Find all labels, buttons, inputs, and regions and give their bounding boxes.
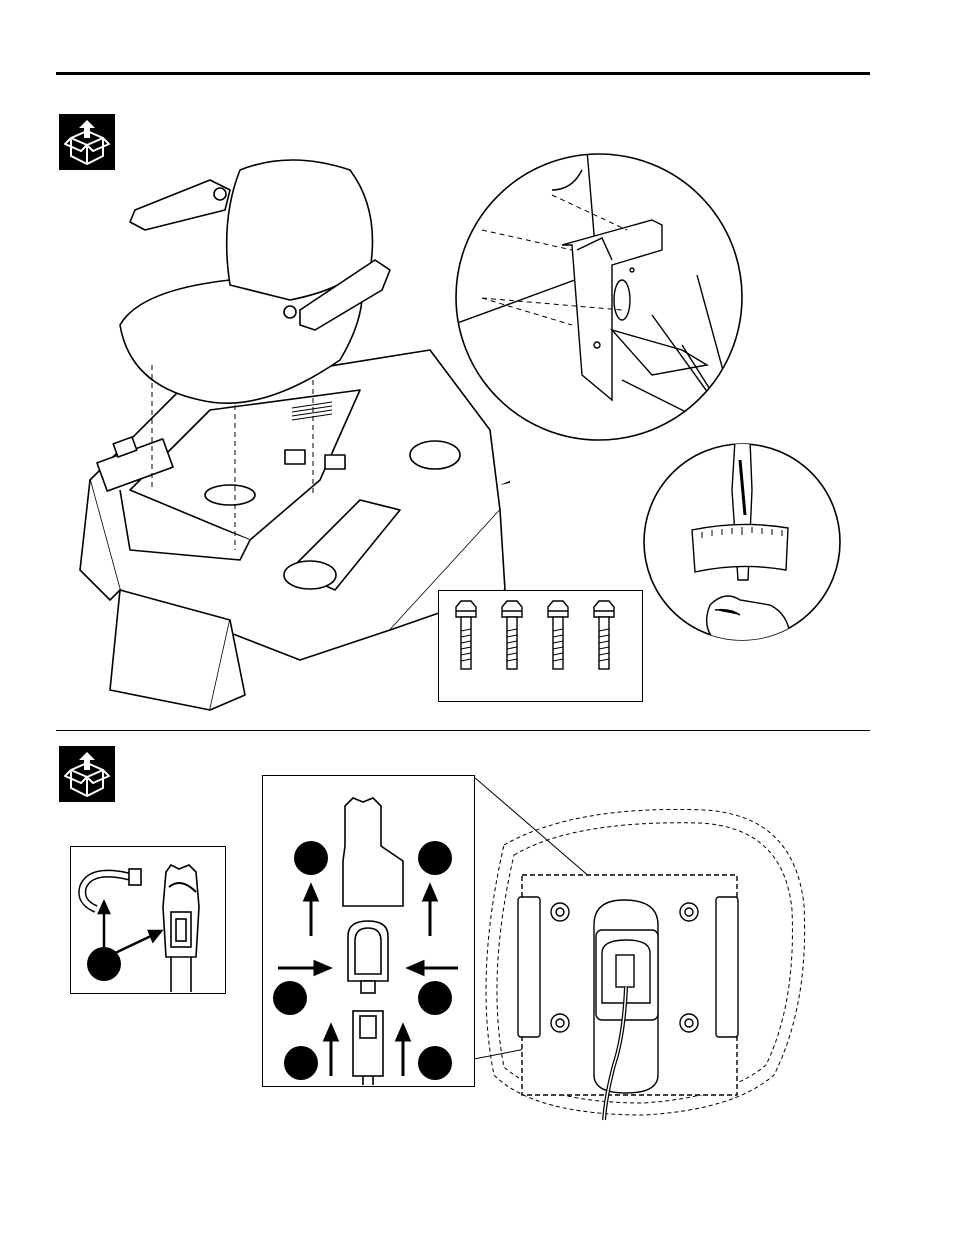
connector-detail-box bbox=[262, 775, 475, 1087]
torque-wrench-detail bbox=[640, 440, 845, 645]
unpack-box-icon bbox=[59, 746, 115, 802]
section-divider bbox=[56, 730, 870, 731]
callout-marker bbox=[87, 947, 121, 981]
callout-marker bbox=[418, 1046, 452, 1080]
hardware-bolts-box bbox=[438, 590, 643, 702]
callout-marker bbox=[418, 981, 452, 1015]
bracket-detail-callout bbox=[452, 150, 747, 445]
callout-marker bbox=[284, 1046, 318, 1080]
callout-marker bbox=[273, 981, 307, 1015]
seat-underside-view bbox=[474, 775, 824, 1130]
callout-marker bbox=[418, 841, 452, 875]
cable-tie-box bbox=[70, 846, 226, 994]
header-rule bbox=[56, 72, 870, 75]
callout-marker bbox=[294, 841, 328, 875]
